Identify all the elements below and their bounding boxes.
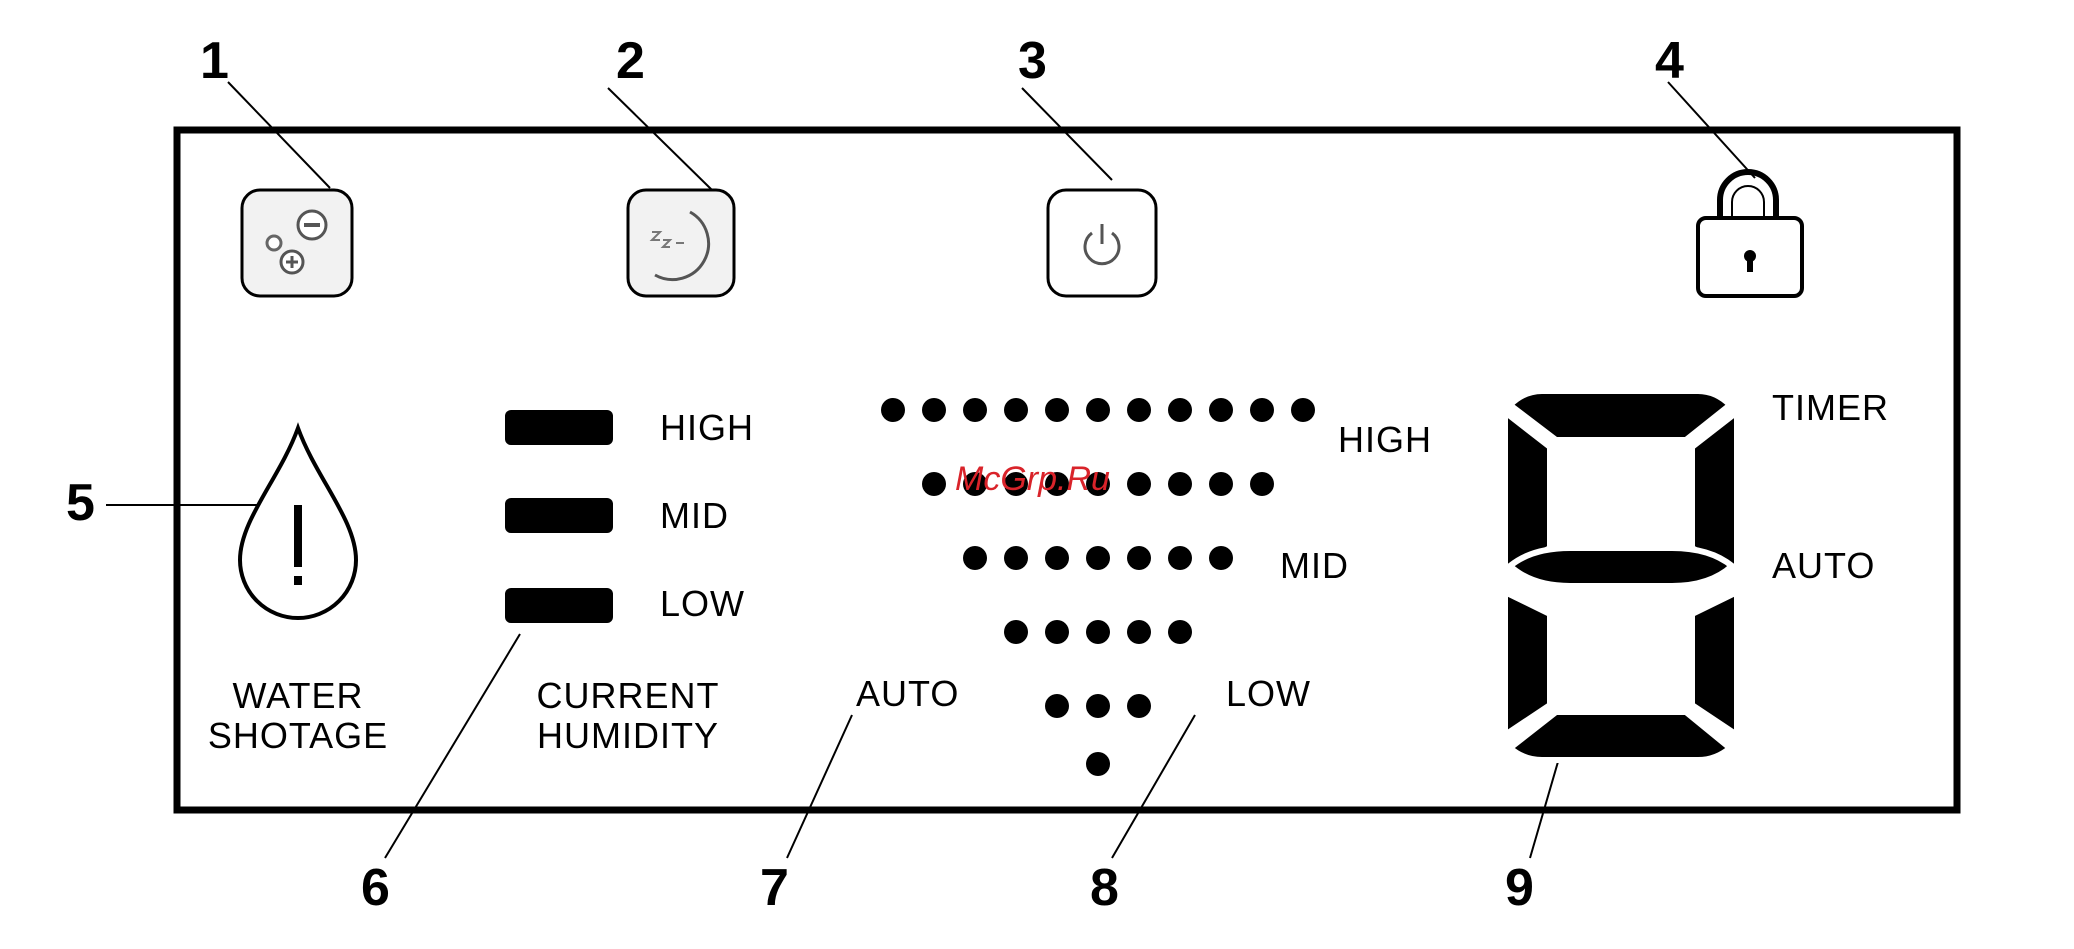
fan-speed-dot [963, 398, 987, 422]
fan-speed-dot [963, 546, 987, 570]
fan-speed-dot [881, 398, 905, 422]
fan-speed-dot [1045, 694, 1069, 718]
fan-speed-dot [1004, 620, 1028, 644]
callout-5: 5 [66, 474, 95, 532]
segment-bottom [1510, 712, 1730, 760]
callout-2: 2 [616, 32, 645, 90]
child-lock-button[interactable] [1698, 172, 1802, 296]
fan-speed-dot [1086, 398, 1110, 422]
fan-speed-dot [922, 472, 946, 496]
fan-speed-indicator: HIGH MID LOW AUTO [856, 398, 1432, 776]
current-humidity-label-line2: HUMIDITY [537, 715, 719, 756]
fan-speed-dot [1086, 694, 1110, 718]
fan-speed-auto-label: AUTO [856, 673, 959, 714]
callout-4: 4 [1655, 32, 1684, 90]
fan-speed-dot [1086, 620, 1110, 644]
callout-7: 7 [760, 859, 789, 917]
humidity-bar-high [505, 410, 613, 445]
humidity-level-mid: MID [660, 495, 729, 536]
fan-speed-dot-pyramid [881, 398, 1315, 776]
water-shortage-label-line2: SHOTAGE [208, 715, 388, 756]
callout-6: 6 [361, 859, 390, 917]
fan-speed-dot [1127, 398, 1151, 422]
fan-speed-dot [1127, 546, 1151, 570]
fan-speed-dot [1045, 546, 1069, 570]
fan-speed-dot [1250, 472, 1274, 496]
segment-middle [1510, 548, 1732, 586]
segment-lower-right [1692, 592, 1737, 735]
water-shortage-indicator: WATER SHOTAGE [208, 428, 388, 756]
padlock-icon [1698, 172, 1802, 296]
fan-speed-high-label: HIGH [1338, 419, 1432, 460]
fan-speed-dot [1086, 752, 1110, 776]
seven-segment-display [1505, 391, 1737, 760]
callout-1: 1 [200, 32, 229, 90]
fan-speed-dot [1127, 694, 1151, 718]
fan-speed-dot [1004, 398, 1028, 422]
timer-label: TIMER [1772, 387, 1889, 428]
fan-speed-dot [1209, 546, 1233, 570]
fan-speed-low-label: LOW [1226, 673, 1311, 714]
watermark: McGrp.Ru [955, 460, 1110, 498]
fan-speed-dot [1250, 398, 1274, 422]
current-humidity-indicator: HIGH MID LOW CURRENT HUMIDITY [505, 407, 754, 756]
fan-speed-dot [1168, 546, 1192, 570]
callout-8: 8 [1090, 859, 1119, 917]
fan-speed-dot [1291, 398, 1315, 422]
humidity-bar-low [505, 588, 613, 623]
callout-9: 9 [1505, 859, 1534, 917]
current-humidity-label-line1: CURRENT [537, 675, 720, 716]
sleep-button[interactable] [628, 190, 734, 296]
fan-speed-dot [1168, 620, 1192, 644]
fan-speed-dot [1127, 620, 1151, 644]
fan-speed-dot [1209, 398, 1233, 422]
ionizer-button[interactable] [242, 190, 352, 296]
fan-speed-dot [1168, 472, 1192, 496]
fan-speed-dot [1086, 546, 1110, 570]
fan-speed-dot [1127, 472, 1151, 496]
humidity-level-low: LOW [660, 583, 745, 624]
fan-speed-dot [1209, 472, 1233, 496]
humidity-level-high: HIGH [660, 407, 754, 448]
fan-speed-dot [922, 398, 946, 422]
power-button[interactable] [1048, 190, 1156, 296]
fan-speed-dot [1045, 398, 1069, 422]
segment-top [1510, 391, 1730, 440]
fan-speed-dot [1168, 398, 1192, 422]
callout-3: 3 [1018, 32, 1047, 90]
digit-auto-label: AUTO [1772, 545, 1875, 586]
humidity-bar-mid [505, 498, 613, 533]
fan-speed-dot [1004, 546, 1028, 570]
fan-speed-dot [1045, 620, 1069, 644]
segment-lower-left [1505, 592, 1550, 735]
water-shortage-label-line1: WATER [233, 675, 364, 716]
fan-speed-mid-label: MID [1280, 545, 1349, 586]
